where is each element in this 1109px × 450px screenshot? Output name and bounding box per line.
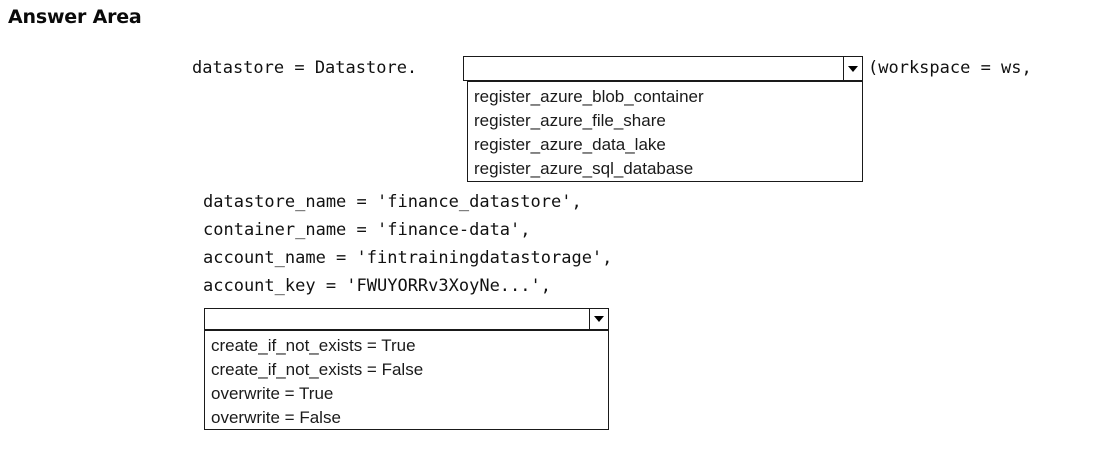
chevron-down-glyph (594, 316, 604, 322)
list-item[interactable]: register_azure_blob_container (474, 87, 704, 106)
list-item[interactable]: create_if_not_exists = False (211, 360, 424, 379)
list-item[interactable]: overwrite = False (211, 408, 341, 427)
list-item[interactable]: overwrite = True (211, 384, 334, 403)
page-title: Answer Area (8, 6, 142, 28)
datastore-method-dropdown[interactable]: register_azure_blob_container register_a… (463, 56, 863, 182)
code-line-container-name: container_name = 'finance-data', (203, 220, 531, 240)
datastore-flag-dropdown[interactable]: create_if_not_exists = True create_if_no… (204, 308, 609, 430)
datastore-method-selected-value[interactable] (464, 57, 843, 80)
code-line-workspace-arg: (workspace = ws, (868, 58, 1032, 78)
chevron-down-icon[interactable] (589, 309, 608, 329)
code-line-account-key: account_key = 'FWUYORRv3XoyNe...', (203, 276, 551, 296)
datastore-flag-selected-value[interactable] (205, 309, 589, 329)
code-line-datastore-name: datastore_name = 'finance_datastore', (203, 192, 582, 212)
code-line-account-name: account_name = 'fintrainingdatastorage', (203, 248, 613, 268)
datastore-method-option-list[interactable]: register_azure_blob_container register_a… (467, 81, 863, 182)
list-item[interactable]: register_azure_file_share (474, 111, 666, 130)
list-item[interactable]: create_if_not_exists = True (211, 336, 416, 355)
datastore-flag-combobox[interactable] (204, 308, 609, 330)
datastore-flag-option-list[interactable]: create_if_not_exists = True create_if_no… (204, 330, 609, 430)
datastore-method-combobox[interactable] (463, 56, 863, 81)
chevron-down-glyph (848, 65, 858, 72)
list-item[interactable]: register_azure_sql_database (474, 159, 694, 178)
code-line-datastore-assignment: datastore = Datastore. (192, 58, 418, 78)
chevron-down-icon[interactable] (843, 57, 862, 80)
list-item[interactable]: register_azure_data_lake (474, 135, 666, 154)
